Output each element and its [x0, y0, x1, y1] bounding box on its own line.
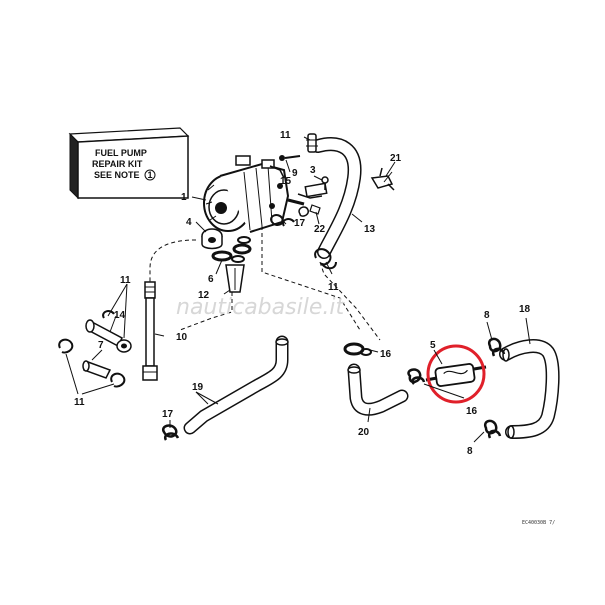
callout-13: 13: [364, 224, 376, 235]
callout-12: 12: [198, 290, 210, 301]
hose-13: [311, 137, 362, 259]
part-21: [370, 167, 395, 191]
clamp-16-upper: [343, 342, 372, 356]
callout-17-upper: 17: [294, 218, 306, 229]
callout-17-lower: 17: [162, 409, 174, 420]
kit-note-line3: SEE NOTE: [94, 170, 140, 180]
kit-note-line1: FUEL PUMP: [95, 148, 147, 158]
callout-7: 7: [98, 340, 104, 351]
callout-11-right: 11: [328, 282, 339, 293]
repair-kit-note-box: FUEL PUMP REPAIR KIT SEE NOTE 1: [68, 127, 190, 200]
callout-11-left-lower: 11: [74, 397, 85, 408]
clip-17-lower: [161, 424, 180, 441]
part-4: [201, 228, 223, 250]
fuel-line-10: [142, 281, 158, 381]
callout-15: 15: [280, 176, 292, 187]
hose-20: [347, 363, 409, 416]
callout-22: 22: [314, 224, 326, 235]
clamp-8-lower: [483, 419, 502, 439]
kit-note-line2: REPAIR KIT: [92, 159, 143, 169]
callout-16-lower: 16: [466, 406, 478, 417]
routing-lines: [149, 226, 381, 341]
connector-14: [85, 319, 132, 353]
callout-21: 21: [390, 153, 402, 164]
note-circle: [144, 169, 156, 181]
callout-10: 10: [176, 332, 188, 343]
callout-5: 5: [430, 340, 436, 351]
callout-14: 14: [114, 310, 126, 321]
callout-11-top: 11: [280, 130, 291, 141]
fitting-assembly: [297, 176, 329, 217]
kit-note-number: 1: [147, 170, 152, 180]
callout-19: 19: [192, 382, 204, 393]
clamp-16-lower: [407, 368, 426, 385]
connector-7: [82, 360, 112, 379]
hose-18: [499, 339, 560, 439]
clamp-11-right: [314, 248, 337, 270]
callout-11-left-upper: 11: [120, 275, 131, 286]
clip-17-upper: [270, 214, 295, 227]
highlight-circle: [426, 344, 486, 404]
callout-6: 6: [208, 274, 214, 285]
callout-20: 20: [358, 427, 370, 438]
callout-1: 1: [181, 192, 187, 203]
watermark-text: nauticabasile.it: [176, 295, 345, 320]
callout-4: 4: [186, 217, 192, 228]
fuel-filter-5: [425, 363, 487, 387]
callout-16-upper: 16: [380, 349, 392, 360]
clips-11-left: [58, 310, 126, 388]
filter-12: [225, 264, 245, 293]
callout-8-upper: 8: [484, 310, 490, 321]
clamp-8-upper: [487, 337, 506, 357]
figure-code: EC40030B 7/: [522, 520, 555, 526]
callout-3: 3: [310, 165, 316, 176]
screw-9: [279, 155, 301, 161]
callout-8-lower: 8: [467, 446, 473, 457]
fuel-pump-assembly: [203, 155, 305, 233]
part-15: [269, 165, 285, 179]
leader-lines: [65, 136, 531, 443]
callout-labels: 1 3 4 5 6 7 8 8 9 10 11 11 11 11 12 13 1…: [74, 130, 531, 457]
callout-18: 18: [519, 304, 531, 315]
callout-9: 9: [292, 168, 298, 179]
clamp-11-top: [306, 133, 318, 153]
hose-19: [183, 335, 289, 435]
